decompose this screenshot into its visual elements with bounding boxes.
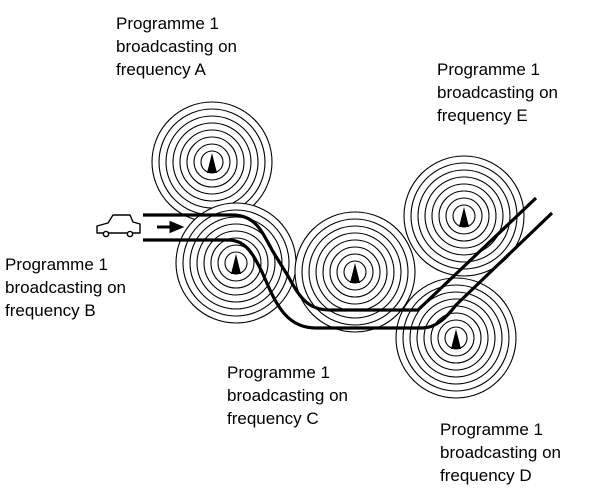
coverage-area-d [395,277,517,399]
label-e-line-3: frequency E [437,106,528,125]
label-d-line-3: frequency D [440,466,532,485]
transmitter-antenna-icon [207,153,217,173]
coverage-ring [424,176,504,256]
coverage-ring [210,237,262,289]
transmitter-antenna-icon [459,207,469,227]
road-edge-lower [143,211,554,330]
label-d-line-2: broadcasting on [440,443,561,462]
label-a-line-3: frequency A [116,60,206,79]
coverage-ring [189,216,283,310]
coverage-ring [203,230,269,296]
coverage-ring [172,122,252,202]
label-a-line-2: broadcasting on [116,37,237,56]
label-frequency-b: Programme 1 broadcasting on frequency B [5,253,126,322]
coverage-ring [416,298,496,378]
coverage-ring [322,239,388,305]
label-a-line-1: Programme 1 [116,14,219,33]
coverage-ring [182,209,290,317]
transmitter-antenna-icon [350,263,360,283]
label-e-line-1: Programme 1 [437,60,540,79]
coverage-ring [437,319,475,357]
label-frequency-d: Programme 1 broadcasting on frequency D [440,418,561,487]
coverage-ring [186,136,238,188]
coverage-ring [329,246,381,298]
transmitter-antenna-icon [451,329,461,349]
label-b-line-1: Programme 1 [5,255,108,274]
coverage-ring [193,143,231,181]
coverage-area-e [403,155,525,277]
coverage-ring [409,291,503,385]
label-b-line-3: frequency B [5,301,96,320]
label-frequency-e: Programme 1 broadcasting on frequency E [437,58,558,127]
road-edge-upper [143,196,538,312]
label-frequency-c: Programme 1 broadcasting on frequency C [227,361,348,430]
coverage-ring [196,223,276,303]
coverage-ring [308,225,402,319]
transmitter-antenna-icon [231,254,241,274]
label-c-line-3: frequency C [227,409,319,428]
arrow-right-icon [157,220,185,234]
coverage-ring [431,183,497,249]
label-d-line-1: Programme 1 [440,420,543,439]
coverage-ring [301,218,409,326]
label-b-line-2: broadcasting on [5,278,126,297]
coverage-ring [336,253,374,291]
label-c-line-1: Programme 1 [227,363,330,382]
coverage-area-c [294,211,416,333]
coverage-ring [438,190,490,242]
coverage-ring [430,312,482,364]
coverage-ring [217,244,255,282]
coverage-areas [151,101,525,399]
label-c-line-2: broadcasting on [227,386,348,405]
label-e-line-2: broadcasting on [437,83,558,102]
road [143,196,554,330]
coverage-ring [402,284,510,392]
coverage-area-a [151,101,273,223]
car-icon [96,214,141,238]
coverage-ring [445,197,483,235]
coverage-ring [179,129,245,195]
coverage-area-b [175,202,297,324]
label-frequency-a: Programme 1 broadcasting on frequency A [116,12,237,81]
coverage-ring [417,169,511,263]
